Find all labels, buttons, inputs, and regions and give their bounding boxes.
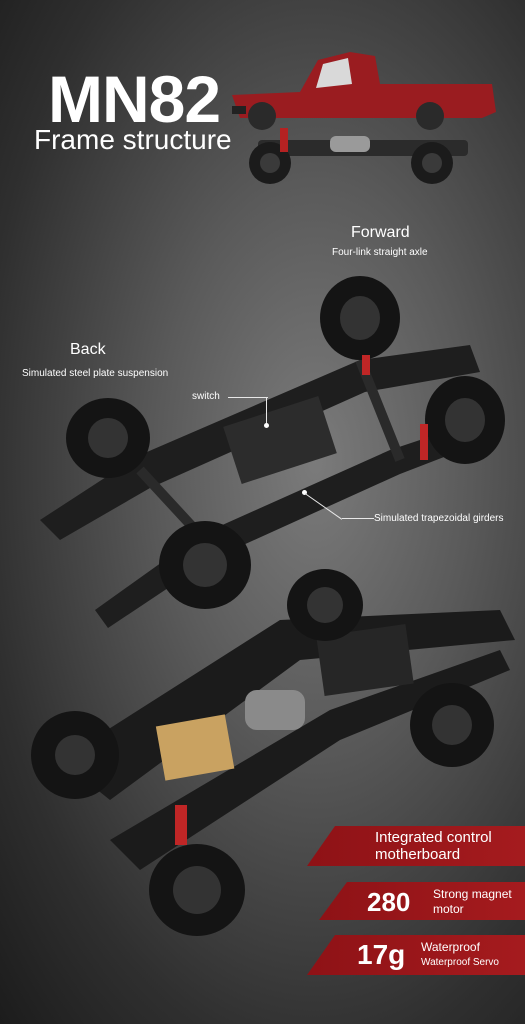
motherboard-text: Integrated control motherboard bbox=[375, 829, 492, 863]
middle-chassis-illustration bbox=[40, 276, 505, 628]
switch-marker bbox=[264, 423, 269, 428]
back-description: Simulated steel plate suspension bbox=[22, 368, 169, 379]
motherboard-banner: Integrated control motherboard bbox=[307, 826, 525, 866]
page-subtitle: Frame structure bbox=[34, 124, 232, 155]
switch-leader-line bbox=[228, 397, 268, 398]
motor-line-1: Strong magnet bbox=[433, 887, 512, 901]
servo-line-2: Waterproof Servo bbox=[421, 957, 499, 968]
product-title: MN82 bbox=[48, 62, 221, 136]
top-chassis-illustration bbox=[249, 128, 468, 184]
servo-line-1: Waterproof bbox=[421, 940, 480, 954]
forward-description: Four-link straight axle bbox=[332, 247, 428, 258]
motor-value: 280 bbox=[367, 887, 411, 917]
motor-line-2: motor bbox=[433, 902, 464, 916]
back-title: Back bbox=[70, 341, 106, 358]
switch-label: switch bbox=[192, 391, 220, 402]
servo-value: 17g bbox=[357, 939, 406, 970]
truck-body-illustration bbox=[232, 52, 496, 130]
girders-marker bbox=[302, 490, 307, 495]
switch-leader-drop bbox=[266, 397, 267, 425]
motor-banner: 280 Strong magnet motor bbox=[319, 882, 525, 920]
forward-title: Forward bbox=[351, 224, 410, 241]
servo-banner: 17g Waterproof Waterproof Servo bbox=[307, 935, 525, 975]
bottom-chassis-illustration bbox=[31, 569, 515, 936]
girders-label: Simulated trapezoidal girders bbox=[374, 513, 504, 524]
girders-leader-line bbox=[342, 518, 374, 519]
